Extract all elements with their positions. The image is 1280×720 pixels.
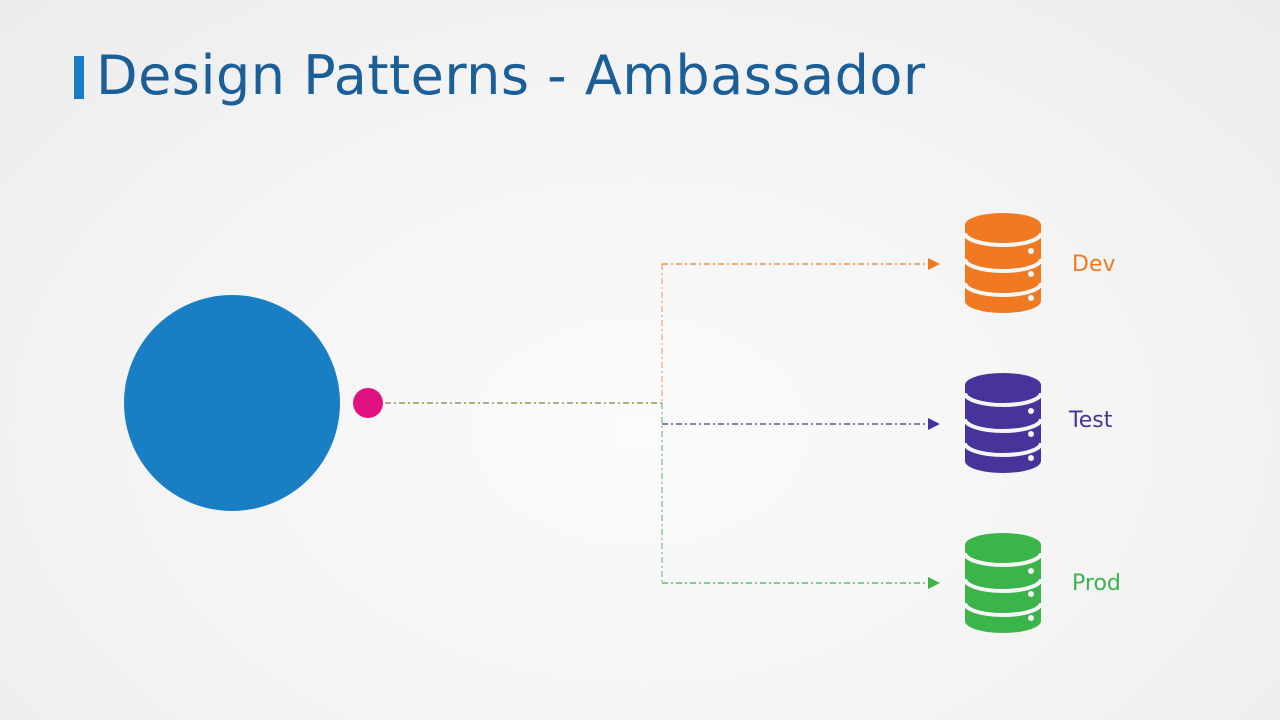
database-icon-test (963, 373, 1043, 473)
target-label-prod: Prod (1072, 571, 1121, 596)
database-icon-dev (963, 213, 1043, 313)
ambassador-circle (353, 388, 383, 418)
database-icon-prod (963, 533, 1043, 633)
page-title: Design Patterns - Ambassador (96, 44, 926, 107)
arrowhead-dev (928, 258, 940, 270)
target-label-dev: Dev (1072, 252, 1116, 277)
title-accent-bar (74, 56, 84, 99)
arrowhead-test (928, 418, 940, 430)
main-container-circle (124, 295, 340, 511)
arrowhead-prod (928, 577, 940, 589)
target-label-test: Test (1069, 408, 1113, 433)
